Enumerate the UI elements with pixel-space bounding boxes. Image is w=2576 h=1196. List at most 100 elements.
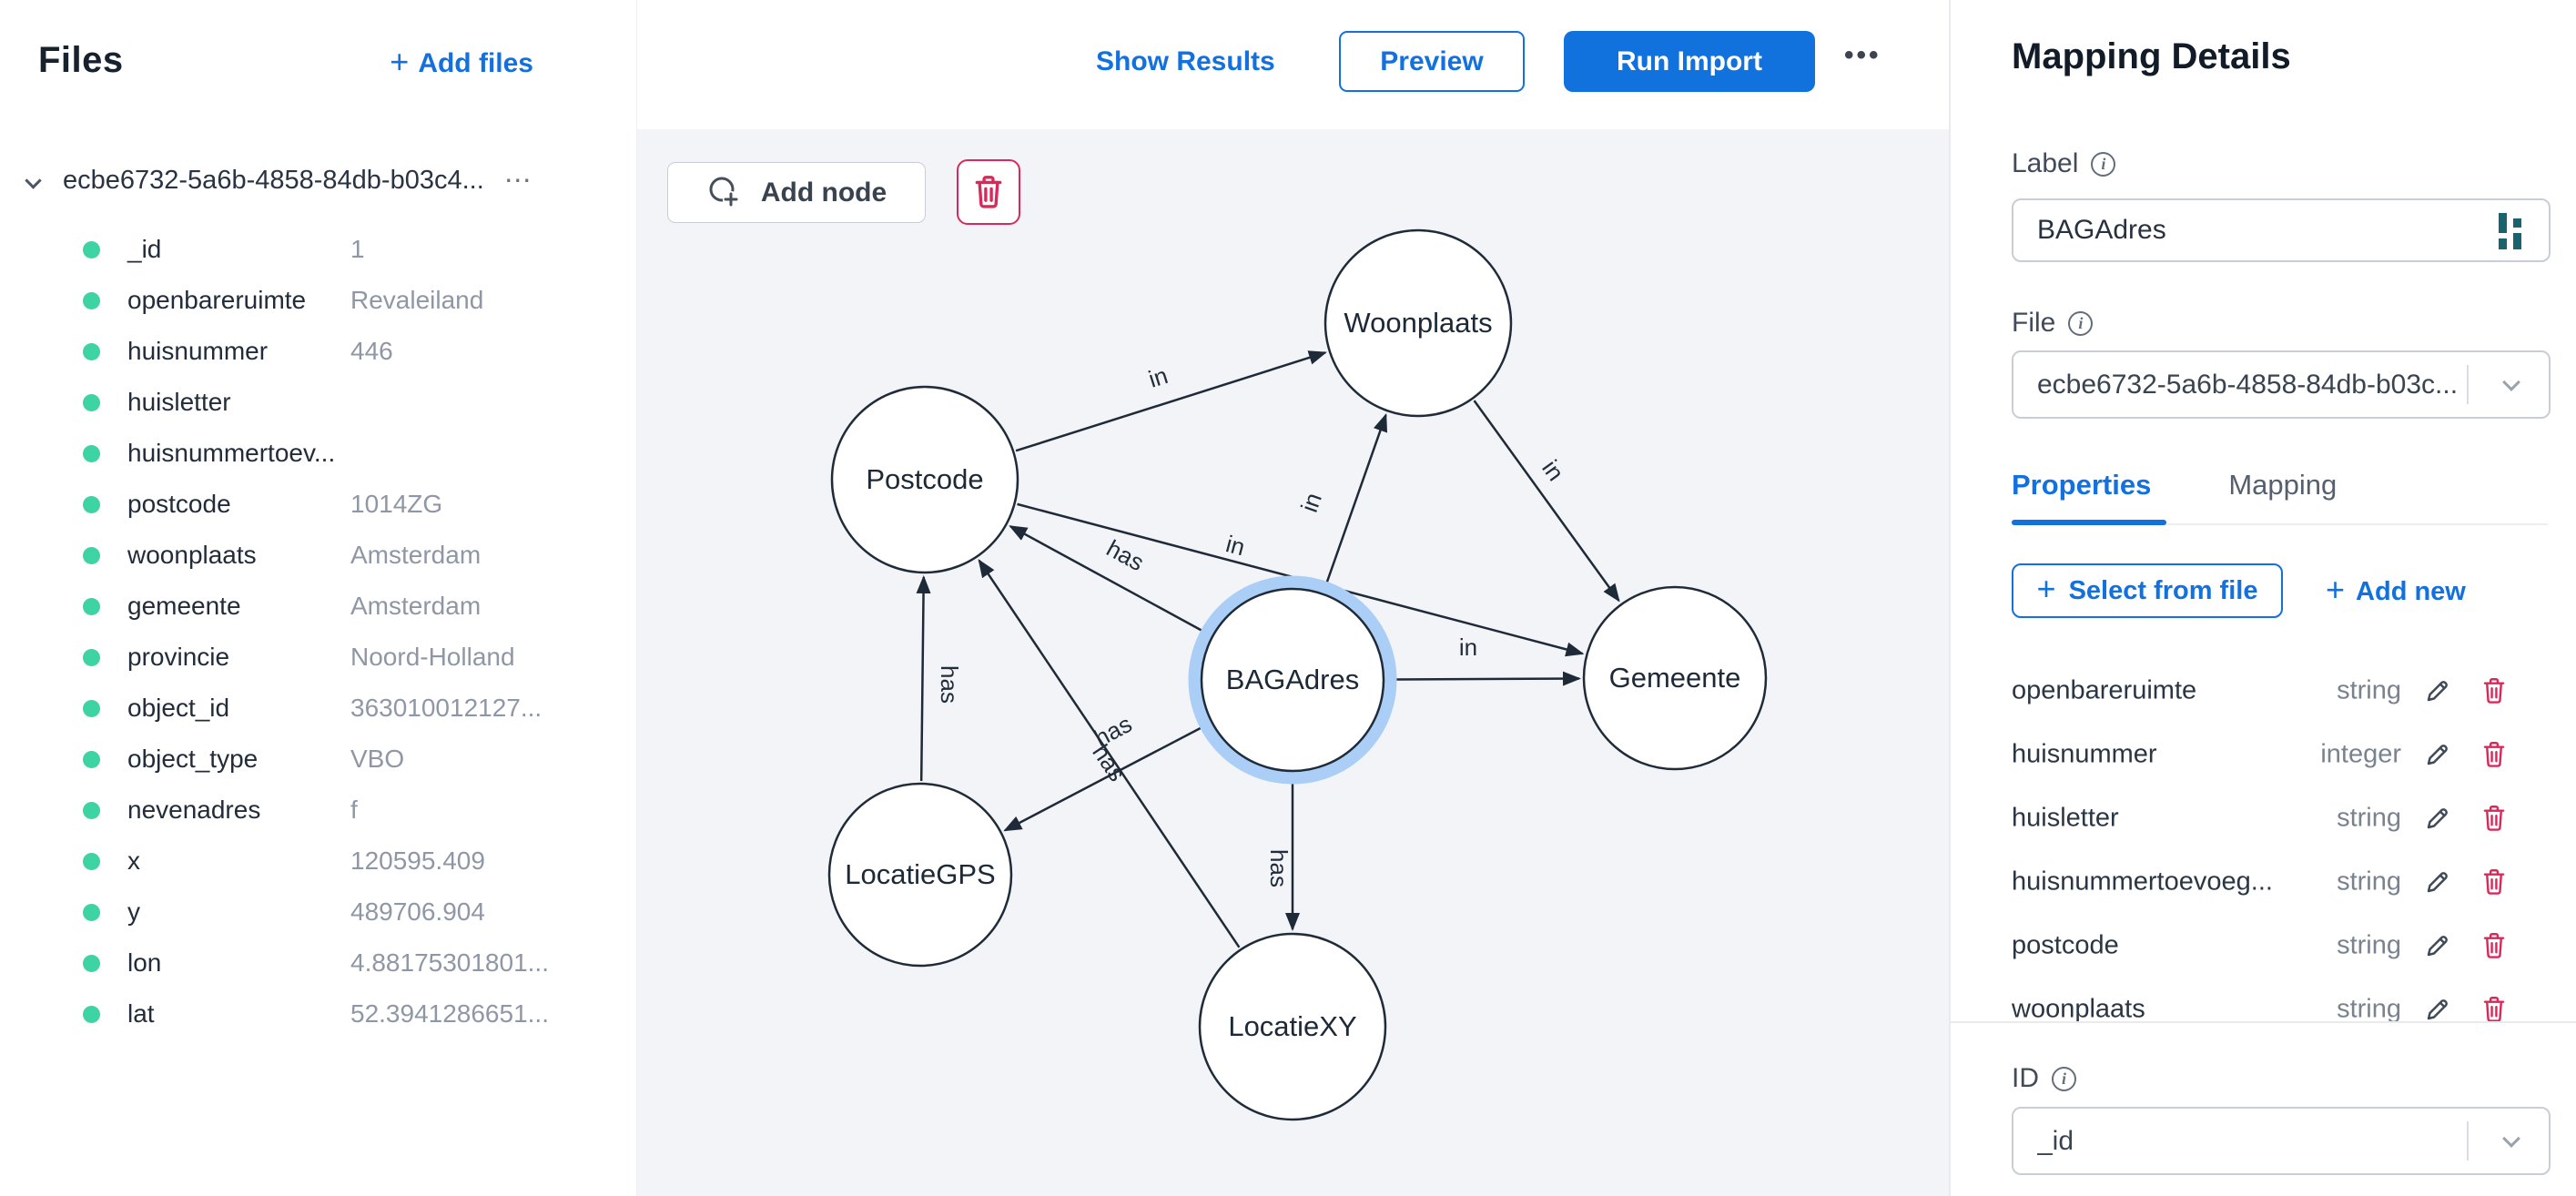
field-value: 489706.904	[350, 897, 485, 926]
graph-edge-bagadres-in-woonplaats[interactable]: in	[1295, 413, 1388, 583]
chevron-down-icon	[2502, 372, 2520, 391]
graph-edge-woonplaats-in-gemeente[interactable]: in	[1473, 400, 1620, 603]
file-menu-button[interactable]: ⋯	[503, 165, 533, 196]
add-node-button[interactable]: Add node	[667, 162, 926, 223]
property-name: huisnummer	[2012, 739, 2157, 769]
chevron-down-icon	[2502, 1129, 2520, 1148]
tab-mapping[interactable]: Mapping	[2228, 469, 2338, 501]
id-select[interactable]: _id	[2012, 1107, 2551, 1175]
run-import-button[interactable]: Run Import	[1564, 31, 1815, 92]
add-files-button[interactable]: + Add files	[390, 46, 533, 80]
graph-node-locatiexy[interactable]: LocatieXY	[1198, 932, 1387, 1121]
file-field-row: huisletter	[0, 377, 637, 428]
edge-label: in	[1459, 633, 1477, 661]
select-divider	[2467, 365, 2469, 404]
graph-node-postcode[interactable]: Postcode	[830, 385, 1019, 574]
preview-button[interactable]: Preview	[1339, 31, 1525, 92]
edit-property-button[interactable]	[2419, 673, 2456, 709]
delete-property-button[interactable]	[2476, 736, 2512, 773]
graph-edge-locatiexy-has-postcode[interactable]: has	[978, 559, 1241, 948]
graph-node-woonplaats[interactable]: Woonplaats	[1323, 228, 1513, 418]
graph-edge-bagadres-in-gemeente[interactable]: in	[1395, 633, 1582, 686]
property-row: huisnummertoevoeg...string	[1951, 850, 2576, 914]
graph-edge-locatiegps-has-postcode[interactable]: has	[916, 574, 963, 782]
edge-label: in	[1223, 530, 1248, 561]
field-type-dot	[83, 495, 100, 513]
edge-label: has	[1102, 534, 1149, 576]
graph-node-gemeente[interactable]: Gemeente	[1582, 585, 1768, 771]
panel-tabs: Properties Mapping	[2012, 469, 2337, 502]
property-type: string	[2337, 994, 2401, 1024]
file-select[interactable]: ecbe6732-5a6b-4858-84db-b03c...	[2012, 350, 2551, 419]
property-row: woonplaats string	[1951, 978, 2576, 1041]
info-icon[interactable]: i	[2068, 310, 2094, 336]
field-type-dot	[83, 699, 100, 717]
edge-label: in	[1145, 361, 1171, 393]
node-label: LocatieXY	[1228, 1010, 1356, 1042]
files-sidebar: Files + Add files ecbe6732-5a6b-4858-84d…	[0, 0, 637, 1196]
field-value: Amsterdam	[350, 592, 482, 620]
graph-canvas[interactable]: inininininhashashashashasWoonplaatsPostc…	[637, 129, 1949, 1196]
trash-icon	[2483, 869, 2505, 895]
graph-node-locatiegps[interactable]: LocatieGPS	[827, 782, 1013, 968]
graph-edge-postcode-in-woonplaats[interactable]: in	[1015, 350, 1327, 452]
files-panel-title: Files	[38, 40, 124, 80]
label-input[interactable]	[2012, 198, 2551, 262]
show-results-button[interactable]: Show Results	[1096, 46, 1275, 76]
node-label: Gemeente	[1609, 662, 1741, 694]
file-select-value: ecbe6732-5a6b-4858-84db-b03c...	[2037, 369, 2459, 400]
field-type-dot	[83, 342, 100, 360]
more-options-button[interactable]: •••	[1844, 40, 1881, 70]
edit-property-button[interactable]	[2419, 991, 2456, 1028]
chevron-down-icon[interactable]	[25, 171, 42, 189]
graph-node-bagadres[interactable]: BAGAdres	[1188, 575, 1397, 785]
field-name: huisletter	[127, 388, 231, 416]
delete-property-button[interactable]	[2476, 864, 2512, 900]
edit-property-button[interactable]	[2419, 927, 2456, 964]
edit-property-button[interactable]	[2419, 800, 2456, 836]
delete-property-button[interactable]	[2476, 991, 2512, 1028]
tab-properties[interactable]: Properties	[2012, 469, 2152, 501]
info-icon[interactable]: i	[2091, 151, 2116, 177]
file-field-label: File i	[2012, 308, 2094, 339]
top-toolbar: Show Results Preview Run Import •••	[637, 0, 1949, 129]
property-type: string	[2337, 675, 2401, 705]
edit-property-button[interactable]	[2419, 864, 2456, 900]
file-row[interactable]: ecbe6732-5a6b-4858-84db-b03c4... ⋯	[25, 160, 610, 200]
delete-property-button[interactable]	[2476, 673, 2512, 709]
active-tab-underline	[2012, 520, 2166, 525]
info-icon[interactable]: i	[2052, 1066, 2076, 1091]
graph-edge-bagadres-has-postcode[interactable]: has	[1009, 525, 1202, 632]
add-new-property-button[interactable]: + Add new	[2326, 571, 2466, 608]
select-from-file-button[interactable]: + Select from file	[2012, 563, 2283, 618]
field-name: woonplaats	[127, 541, 257, 569]
field-name: object_type	[127, 745, 259, 773]
mapping-details-title: Mapping Details	[2012, 36, 2291, 76]
delete-property-button[interactable]	[2476, 927, 2512, 964]
delete-selection-button[interactable]	[957, 159, 1020, 225]
delete-property-button[interactable]	[2476, 800, 2512, 836]
trash-icon	[2483, 933, 2505, 958]
pencil-icon	[2427, 745, 2448, 765]
edge-label: has	[1087, 739, 1131, 786]
edit-property-button[interactable]	[2419, 736, 2456, 773]
selection-halo	[1188, 575, 1397, 785]
graph-edge-bagadres-has-locatiexy[interactable]: has	[1265, 784, 1300, 931]
field-name: openbareruimte	[127, 286, 307, 314]
tabs-baseline	[2012, 523, 2548, 525]
id-section: ID i _id	[1951, 1021, 2576, 1196]
trash-icon	[2483, 997, 2505, 1022]
field-name: huisnummertoev...	[127, 439, 336, 467]
label-field-label: Label i	[2012, 148, 2116, 179]
trash-icon	[2483, 678, 2505, 704]
property-name: woonplaats	[2012, 994, 2145, 1024]
